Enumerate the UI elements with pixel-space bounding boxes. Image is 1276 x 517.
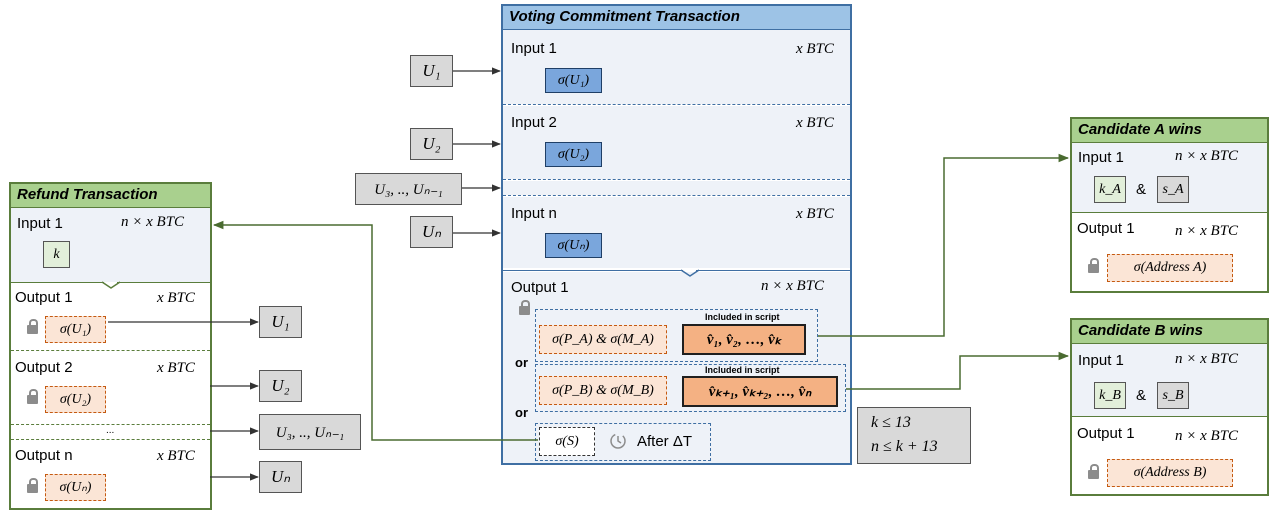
voting-inputn-amount: x BTC	[796, 206, 834, 222]
voting-input1-amount: x BTC	[796, 41, 834, 57]
constraint-n: n ≤ k + 13	[871, 438, 938, 455]
candidate-b-input-amount: n × x BTC	[1175, 351, 1239, 367]
refund-input-label: Input 1	[17, 215, 63, 232]
lock-icon	[519, 300, 530, 315]
after-delta-label: After ΔT	[637, 433, 693, 450]
lock-icon	[1088, 464, 1099, 479]
notch-icon	[680, 269, 700, 277]
lock-icon	[27, 389, 38, 404]
divider	[503, 104, 850, 105]
refund-key-k: k	[43, 241, 70, 268]
voting-inputn-label: Input n	[511, 205, 557, 222]
constraint-k: k ≤ 13	[871, 414, 911, 431]
included-label-a: Included in script	[705, 312, 780, 322]
refund-outputn-sig: σ(Uₙ)	[45, 474, 106, 501]
candidate-a-key-ka: k_A	[1094, 176, 1126, 203]
refund-outputn-amount: x BTC	[157, 448, 195, 464]
clock-icon	[610, 433, 626, 449]
condition-a-frame	[535, 309, 818, 362]
notch-icon	[101, 281, 121, 289]
user-box-u1: U₁	[410, 55, 453, 87]
condition-b-frame	[535, 364, 846, 412]
included-label-b: Included in script	[705, 365, 780, 375]
divider	[11, 424, 210, 425]
refund-output1-sig: σ(U₁)	[45, 316, 106, 343]
condition-a-script: v̂₁, v̂₂, …, v̂ₖ	[682, 324, 806, 355]
or-label: or	[515, 405, 528, 420]
candidate-a-output-amount: n × x BTC	[1175, 223, 1239, 239]
condition-b-signature: σ(P_B) & σ(M_B)	[539, 376, 667, 405]
condition-b-script: v̂ₖ₊₁, v̂ₖ₊₂, …, v̂ₙ	[682, 376, 838, 407]
refund-user-u2: U₂	[259, 370, 302, 402]
candidate-b-sig: σ(Address B)	[1107, 459, 1233, 487]
arrow-refund-input	[212, 220, 538, 441]
voting-gap-section	[503, 181, 850, 195]
candidate-b-input-label: Input 1	[1078, 352, 1124, 369]
divider	[11, 350, 210, 351]
divider	[1072, 416, 1267, 417]
voting-input1-sig: σ(U₁)	[545, 68, 602, 93]
candidate-b-amp: &	[1136, 387, 1147, 404]
refund-output2-label: Output 2	[15, 359, 73, 376]
refund-user-u3-to-un1: U₃, .., Uₙ₋₁	[259, 414, 361, 450]
refund-output1-amount: x BTC	[157, 290, 195, 306]
divider	[117, 282, 210, 283]
voting-input2-label: Input 2	[511, 114, 557, 131]
candidate-a-amp: &	[1136, 181, 1147, 198]
candidate-a-input-label: Input 1	[1078, 149, 1124, 166]
refund-output1-label: Output 1	[15, 289, 73, 306]
refund-signature: σ(S)	[539, 427, 595, 456]
refund-output2-sig: σ(U₂)	[45, 386, 106, 413]
refund-title: Refund Transaction	[11, 184, 210, 208]
refund-outputn-label: Output n	[15, 447, 73, 464]
lock-icon	[27, 478, 38, 493]
divider	[696, 270, 850, 271]
constraints-box	[857, 407, 971, 464]
voting-commitment-title: Voting Commitment Transaction	[503, 6, 850, 30]
voting-input2-amount: x BTC	[796, 115, 834, 131]
user-box-u2: U₂	[410, 128, 453, 160]
divider	[503, 270, 683, 271]
candidate-b-key-sb: s_B	[1157, 382, 1189, 409]
user-box-un: Uₙ	[410, 216, 453, 248]
candidate-a-sig: σ(Address A)	[1107, 254, 1233, 282]
candidate-a-title: Candidate A wins	[1072, 119, 1267, 143]
voting-inputn-sig: σ(Uₙ)	[545, 233, 602, 258]
candidate-a-key-sa: s_A	[1157, 176, 1189, 203]
candidate-b-title: Candidate B wins	[1072, 320, 1267, 344]
candidate-a-output-label: Output 1	[1077, 220, 1135, 237]
candidate-b-output-amount: n × x BTC	[1175, 428, 1239, 444]
arrow-candidate-b	[846, 351, 1070, 390]
lock-icon	[27, 319, 38, 334]
refund-output2-amount: x BTC	[157, 360, 195, 376]
candidate-b-key-kb: k_B	[1094, 382, 1126, 409]
refund-input-amount: n × x BTC	[121, 214, 185, 230]
voting-output-label: Output 1	[511, 279, 569, 296]
candidate-b-output-label: Output 1	[1077, 425, 1135, 442]
divider	[11, 439, 210, 440]
voting-output-amount: n × x BTC	[761, 278, 825, 294]
divider	[11, 282, 104, 283]
voting-input1-label: Input 1	[511, 40, 557, 57]
condition-refund-frame	[535, 423, 711, 461]
user-box-u3-to-un1: U₃, .., Uₙ₋₁	[355, 173, 462, 205]
refund-ellipsis: ...	[106, 425, 115, 436]
divider	[1072, 212, 1267, 213]
or-label: or	[515, 355, 528, 370]
refund-user-un: Uₙ	[259, 461, 302, 493]
divider	[503, 179, 850, 180]
refund-user-u1: U₁	[259, 306, 302, 338]
voting-input2-sig: σ(U₂)	[545, 142, 602, 167]
lock-icon	[1088, 258, 1099, 273]
divider	[503, 195, 850, 196]
candidate-a-input-amount: n × x BTC	[1175, 148, 1239, 164]
arrow-candidate-a	[818, 153, 1070, 337]
condition-a-signature: σ(P_A) & σ(M_A)	[539, 325, 667, 354]
